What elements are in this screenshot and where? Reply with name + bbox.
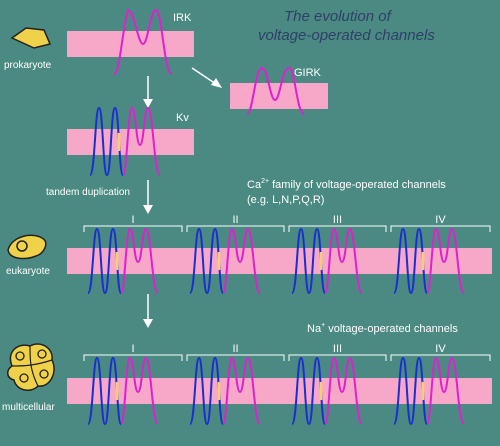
domain-bracket-4	[390, 225, 491, 232]
multicellular-icon	[7, 343, 55, 391]
pore-trace-kv	[122, 106, 161, 176]
irk-label: IRK	[173, 12, 192, 24]
domain-bracket-2	[186, 354, 285, 361]
girk-channel-trace	[246, 66, 305, 115]
pore-trace-1	[120, 227, 159, 294]
domain-label-1: I	[131, 214, 134, 226]
ca-family-examples: (e.g. L,N,P,Q,R)	[247, 194, 324, 206]
voltage-sensor-trace-1	[87, 356, 122, 426]
pore-trace-2	[222, 356, 261, 425]
multicellular-label: multicellular	[2, 402, 55, 413]
voltage-sensor-trace-3	[291, 356, 326, 426]
kv-channel-unit	[89, 106, 161, 177]
pore-trace-4	[426, 227, 465, 294]
kv-label: Kv	[176, 112, 189, 124]
girk-label: GIRK	[294, 67, 322, 79]
prokaryote-cell-icon	[10, 27, 52, 49]
prokaryote-label: prokaryote	[4, 60, 52, 71]
arrow-tandem-duplication	[143, 180, 153, 214]
pore-trace-3	[324, 227, 363, 294]
eukaryote-label: eukaryote	[6, 266, 50, 277]
voltage-sensor-trace-1	[87, 227, 122, 295]
domain-label-1: I	[131, 343, 134, 355]
voltage-sensor-trace-4	[393, 227, 428, 295]
nucleus-icon	[16, 240, 28, 252]
ca-family-caption: Ca2+ family of voltage-operated channels	[247, 178, 446, 191]
domain-label-2: II	[232, 343, 238, 355]
domain-label-2: II	[232, 214, 238, 226]
ca-membrane	[67, 248, 492, 274]
domain-bracket-2	[186, 225, 285, 232]
kv-membrane	[67, 129, 194, 155]
domain-bracket-4	[390, 354, 491, 361]
domain-label-3: III	[333, 343, 342, 355]
voltage-sensor-trace-kv	[89, 106, 124, 177]
voltage-sensor-trace-2	[189, 356, 224, 426]
voltage-sensor-trace-3	[291, 227, 326, 295]
tandem-duplication-label: tandem duplication	[46, 187, 130, 198]
arrow-irk-to-girk	[191, 67, 222, 88]
pore-trace-3	[324, 356, 363, 425]
domain-bracket-1	[83, 225, 183, 232]
arrow-irk-to-kv	[143, 76, 153, 108]
na-membrane	[67, 378, 492, 404]
pore-trace-2	[222, 227, 261, 294]
domain-label-4: IV	[435, 214, 446, 226]
domain-bracket-1	[83, 354, 183, 361]
title-line-2: voltage-operated channels	[258, 27, 435, 44]
irk-channel-trace	[113, 8, 173, 75]
domain-bracket-3	[288, 354, 387, 361]
na-family-caption: Na+ voltage-operated channels	[307, 322, 458, 335]
irk-membrane	[67, 31, 194, 57]
pore-trace-4	[426, 356, 465, 425]
title-line-1: The evolution of	[284, 8, 393, 25]
pore-trace-1	[120, 356, 159, 425]
na-channel-domains	[87, 356, 465, 426]
domain-bracket-3	[288, 225, 387, 232]
voltage-sensor-trace-4	[393, 356, 428, 426]
eukaryote-cell-icon	[7, 234, 47, 260]
ca-channel-domains	[87, 227, 465, 295]
arrow-eukaryote-to-multicellular	[143, 294, 153, 328]
domain-label-4: IV	[435, 343, 446, 355]
voltage-sensor-trace-2	[189, 227, 224, 295]
domain-label-3: III	[333, 214, 342, 226]
